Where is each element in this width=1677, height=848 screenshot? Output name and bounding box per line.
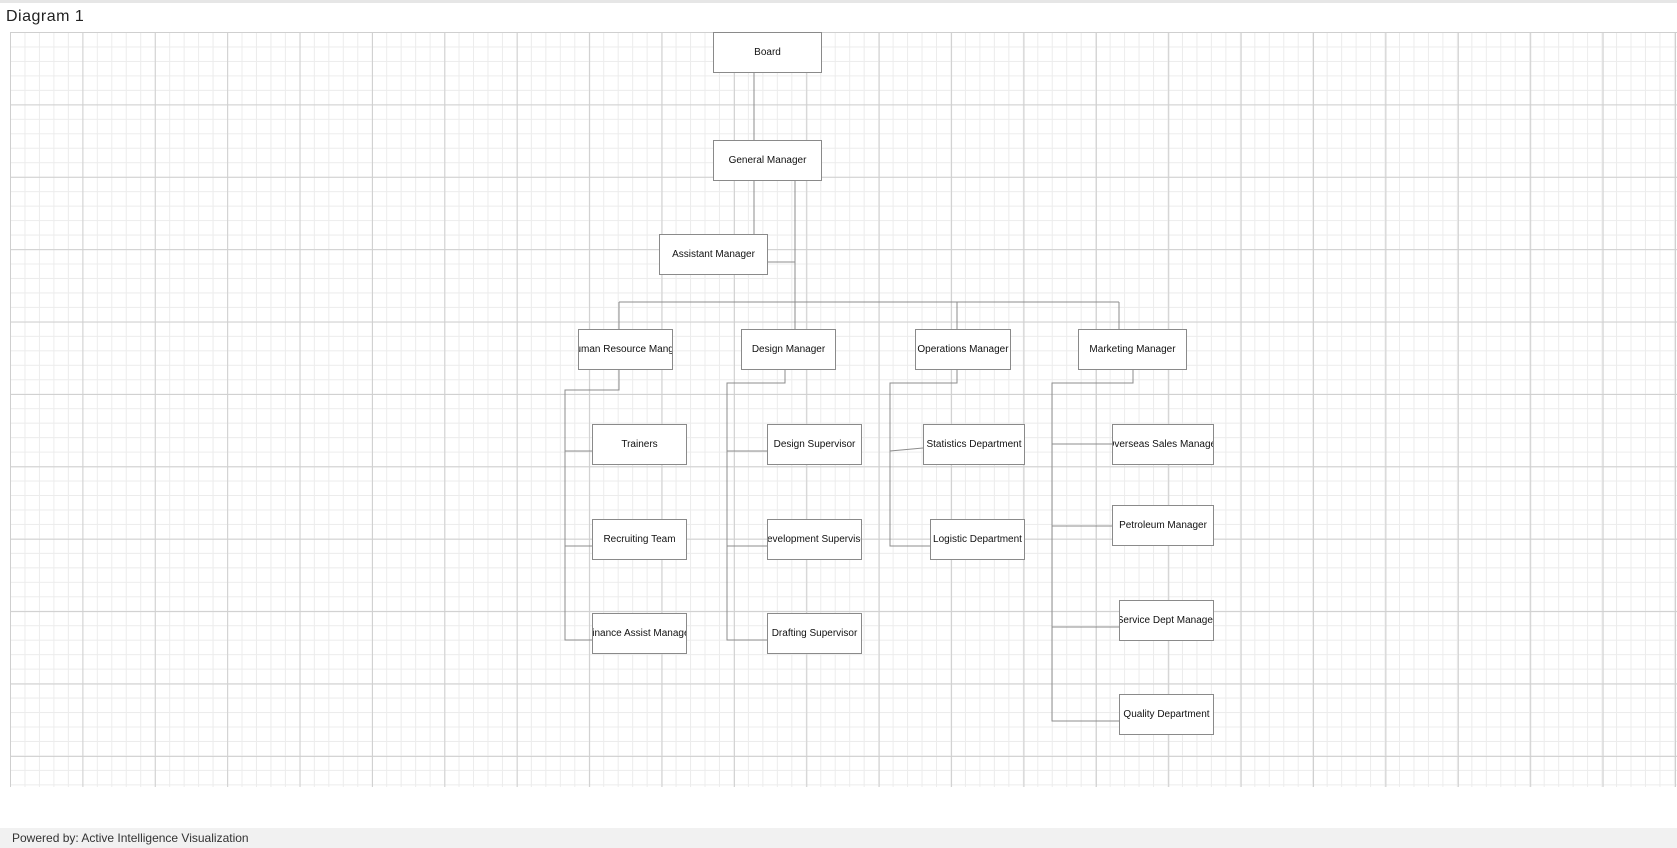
node-petro[interactable]: Petroleum Manager [1112, 505, 1214, 546]
node-label: Design Manager [751, 344, 826, 355]
connector-layer [564, 73, 1134, 722]
node-label: Service Dept Manager [1119, 615, 1214, 626]
connector-12 [726, 370, 786, 641]
node-label: Overseas Sales Manager [1112, 439, 1214, 450]
connector-17 [1051, 370, 1134, 722]
node-draft[interactable]: Drafting Supervisor [767, 613, 862, 654]
node-finance[interactable]: Finance Assist Manager [592, 613, 687, 654]
node-quality[interactable]: Quality Department [1119, 694, 1214, 735]
node-mm[interactable]: Marketing Manager [1078, 329, 1187, 370]
node-devsup[interactable]: Development Supervisor [767, 519, 862, 560]
node-label: Human Resource Manger [579, 344, 672, 355]
node-label: Operations Manager [917, 344, 1009, 355]
node-am[interactable]: Assistant Manager [659, 234, 768, 275]
node-label: Trainers [621, 439, 658, 450]
node-dm[interactable]: Design Manager [741, 329, 836, 370]
node-label: Statistics Department [926, 439, 1022, 450]
footer-powered-by: Powered by: Active Intelligence Visualiz… [0, 828, 1677, 848]
node-label: Development Supervisor [767, 534, 861, 545]
node-label: Design Supervisor [773, 439, 856, 450]
node-label: Assistant Manager [672, 249, 755, 260]
node-label: Board [754, 47, 781, 58]
node-recruit[interactable]: Recruiting Team [592, 519, 687, 560]
node-trainers[interactable]: Trainers [592, 424, 687, 465]
node-stats[interactable]: Statistics Department [923, 424, 1025, 465]
node-label: Drafting Supervisor [771, 628, 858, 639]
node-label: Recruiting Team [603, 534, 676, 545]
top-bar [0, 0, 1677, 3]
connector-9 [564, 370, 620, 641]
diagram-title: Diagram 1 [6, 8, 85, 25]
node-label: Marketing Manager [1089, 344, 1176, 355]
node-label: Finance Assist Manager [592, 628, 686, 639]
node-board[interactable]: Board [713, 32, 822, 73]
node-logistic[interactable]: Logistic Department [930, 519, 1025, 560]
node-overseas[interactable]: Overseas Sales Manager [1112, 424, 1214, 465]
connector-16 [889, 447, 924, 452]
node-label: Petroleum Manager [1119, 520, 1207, 531]
node-label: Quality Department [1123, 709, 1210, 720]
node-om[interactable]: Operations Manager [915, 329, 1011, 370]
node-gm[interactable]: General Manager [713, 140, 822, 181]
node-service[interactable]: Service Dept Manager [1119, 600, 1214, 641]
node-label: General Manager [728, 155, 807, 166]
node-dsup[interactable]: Design Supervisor [767, 424, 862, 465]
node-hr[interactable]: Human Resource Manger [578, 329, 673, 370]
connector-15 [889, 370, 958, 547]
node-label: Logistic Department [933, 534, 1022, 545]
